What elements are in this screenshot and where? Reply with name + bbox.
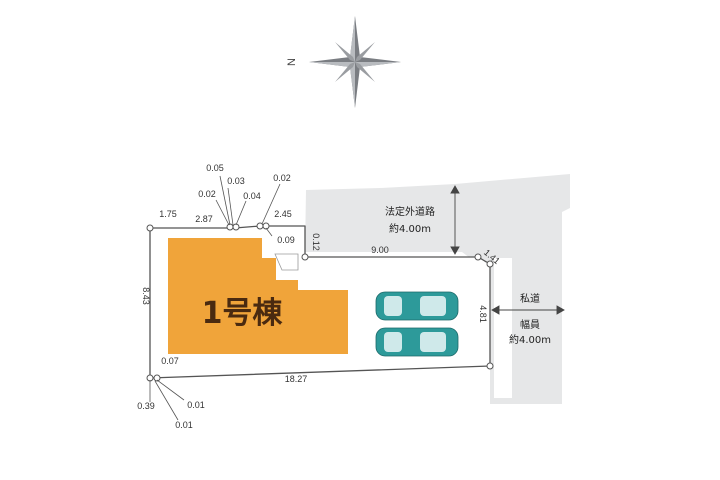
dimension-label: 2.45 xyxy=(274,209,292,219)
dimension-label: 0.03 xyxy=(227,176,245,186)
front-road-width-arrow xyxy=(450,185,460,255)
building-1-footprint xyxy=(168,238,348,354)
front-road-width-label: 約4.00m xyxy=(389,222,431,235)
front-road-label: 法定外道路 xyxy=(385,205,435,218)
leader-lines xyxy=(149,175,487,421)
dimension-label: 0.07 xyxy=(161,356,179,366)
car-icon xyxy=(375,291,459,321)
dimension-label: 0.12 xyxy=(311,233,321,251)
compass-north-label: N xyxy=(286,58,298,66)
side-road-label: 私道 xyxy=(520,292,540,305)
side-road-width-caption: 幅員 xyxy=(520,318,540,331)
dimension-label: 0.02 xyxy=(273,173,291,183)
dimension-label: 18.27 xyxy=(285,374,308,384)
road-divider-strip xyxy=(494,258,512,398)
lot-notch xyxy=(274,253,299,271)
dimension-label: 0.04 xyxy=(243,191,261,201)
dimension-label: 4.81 xyxy=(478,305,488,323)
dimension-label: 0.09 xyxy=(277,235,295,245)
car-icon xyxy=(375,327,459,357)
side-road-width-label: 約4.00m xyxy=(509,333,551,346)
dimension-label: 2.87 xyxy=(195,214,213,224)
dimension-label: 0.05 xyxy=(206,163,224,173)
side-road-width-arrow xyxy=(491,305,565,315)
building-1-label: 1号棟 xyxy=(202,296,284,331)
dimension-label: 0.39 xyxy=(137,401,155,411)
dimension-label: 8.43 xyxy=(141,287,151,305)
compass-rose-icon xyxy=(309,16,401,108)
dimension-label: 1.75 xyxy=(159,209,177,219)
dimension-label: 9.00 xyxy=(371,245,389,255)
dimension-label: 0.01 xyxy=(175,420,193,430)
boundary-corner-markers xyxy=(146,222,494,382)
dimension-label: 0.01 xyxy=(187,400,205,410)
dimension-label: 0.02 xyxy=(198,189,216,199)
